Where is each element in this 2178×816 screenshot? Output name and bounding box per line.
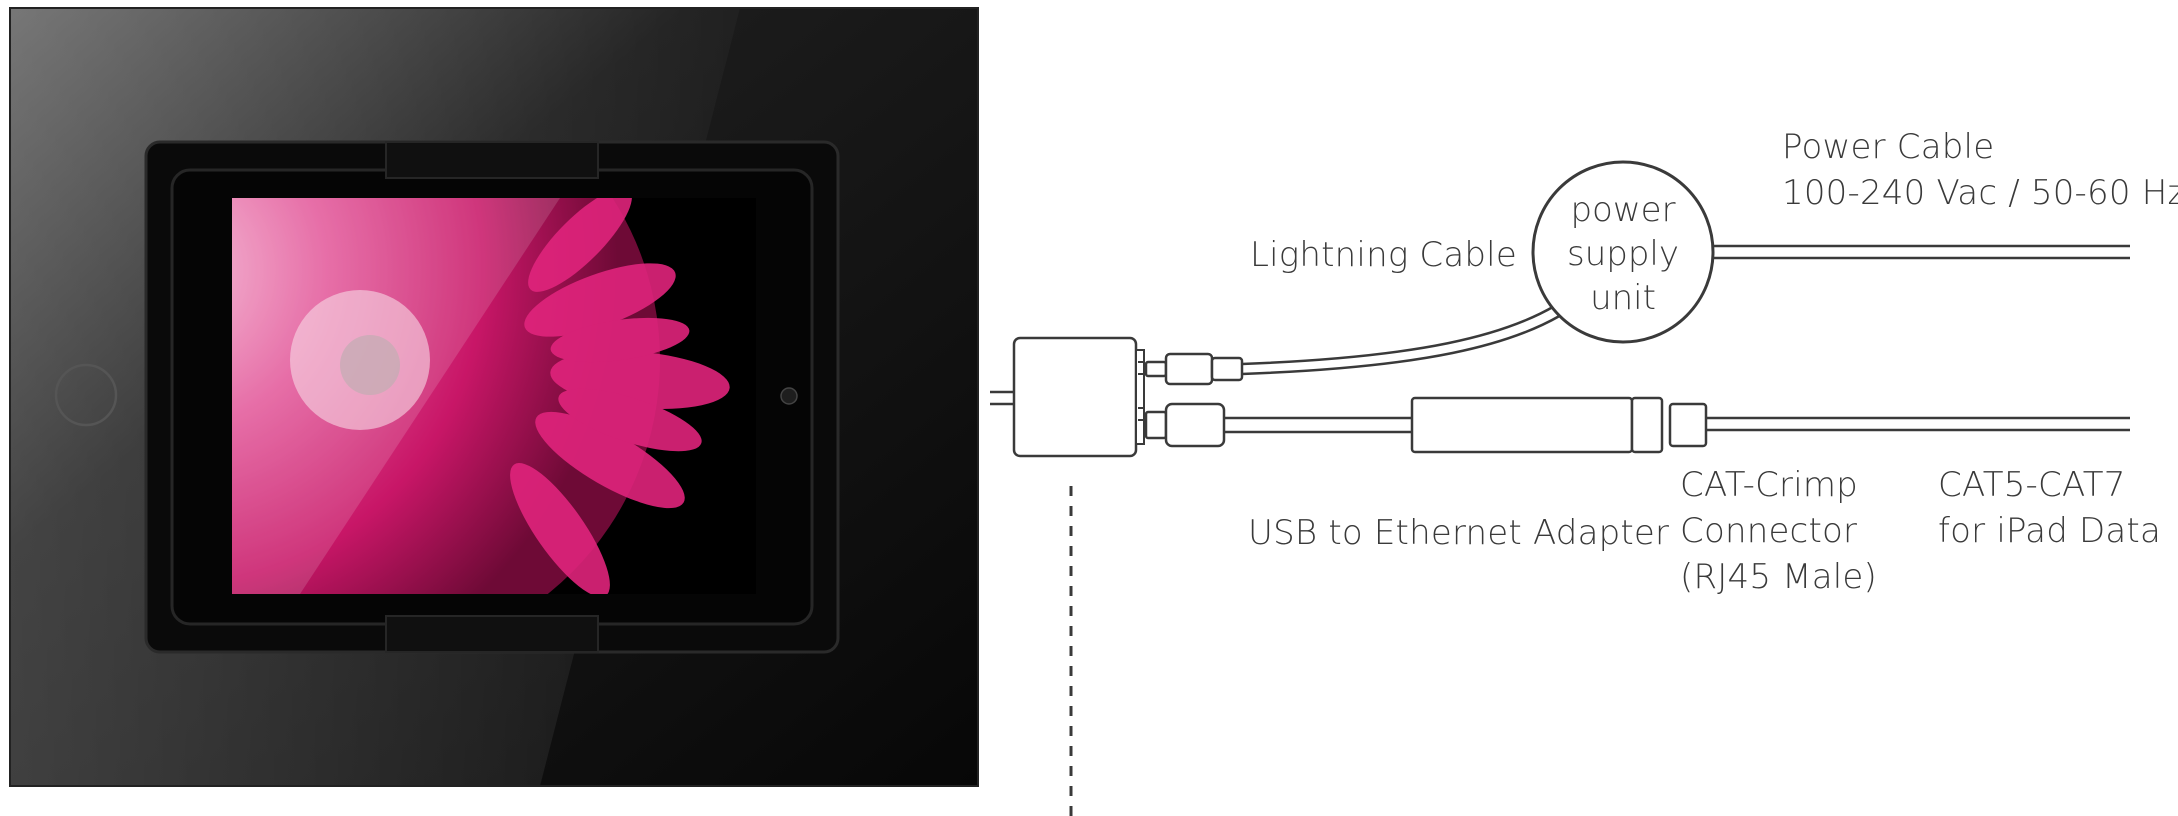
- usb-cable: [1224, 416, 1412, 434]
- flower-image: [232, 198, 730, 594]
- psu-label-line1: power: [1570, 190, 1676, 230]
- cat5-label-line1: CAT5-CAT7: [1938, 465, 2126, 505]
- psu-label-line2: supply: [1567, 234, 1679, 274]
- psu-label-line3: unit: [1590, 278, 1656, 318]
- power-cable-label-line1: Power Cable: [1782, 127, 1995, 167]
- usb-ethernet-label: USB to Ethernet Adapter: [1248, 513, 1670, 553]
- lightning-connector: [1144, 352, 1244, 386]
- cable-hub: [1012, 336, 1145, 458]
- lightning-cable: [1241, 287, 1589, 376]
- cat-cable: [1706, 416, 2130, 432]
- tablet-screen: [232, 198, 756, 594]
- cat5-label-line2: for iPad Data: [1938, 511, 2161, 551]
- cat5-cable-label: CAT5-CAT7 for iPad Data: [1938, 462, 2161, 554]
- power-cable: [1712, 244, 2130, 260]
- power-supply-label: power supply unit: [1538, 188, 1708, 320]
- home-button: [54, 363, 118, 427]
- cat-crimp-label-line3: (RJ45 Male): [1680, 557, 1877, 597]
- cat-crimp-label-line2: Connector: [1680, 511, 1858, 551]
- usb-ethernet-adapter: [1410, 396, 1664, 454]
- lightning-cable-label: Lightning Cable: [1250, 235, 1517, 275]
- rj45-connector: [1668, 402, 1708, 448]
- usb-connector: [1144, 402, 1226, 448]
- power-cable-label-line2: 100-240 Vac / 50-60 Hz: [1782, 173, 2178, 213]
- power-cable-label: Power Cable 100-240 Vac / 50-60 Hz: [1782, 124, 2178, 216]
- power-supply-unit: [1531, 160, 1715, 344]
- camera-icon: [780, 387, 798, 405]
- cable-stub: [990, 390, 1014, 406]
- cat-crimp-label-line1: CAT-Crimp: [1680, 465, 1858, 505]
- cat-crimp-label: CAT-Crimp Connector (RJ45 Male): [1680, 462, 1877, 600]
